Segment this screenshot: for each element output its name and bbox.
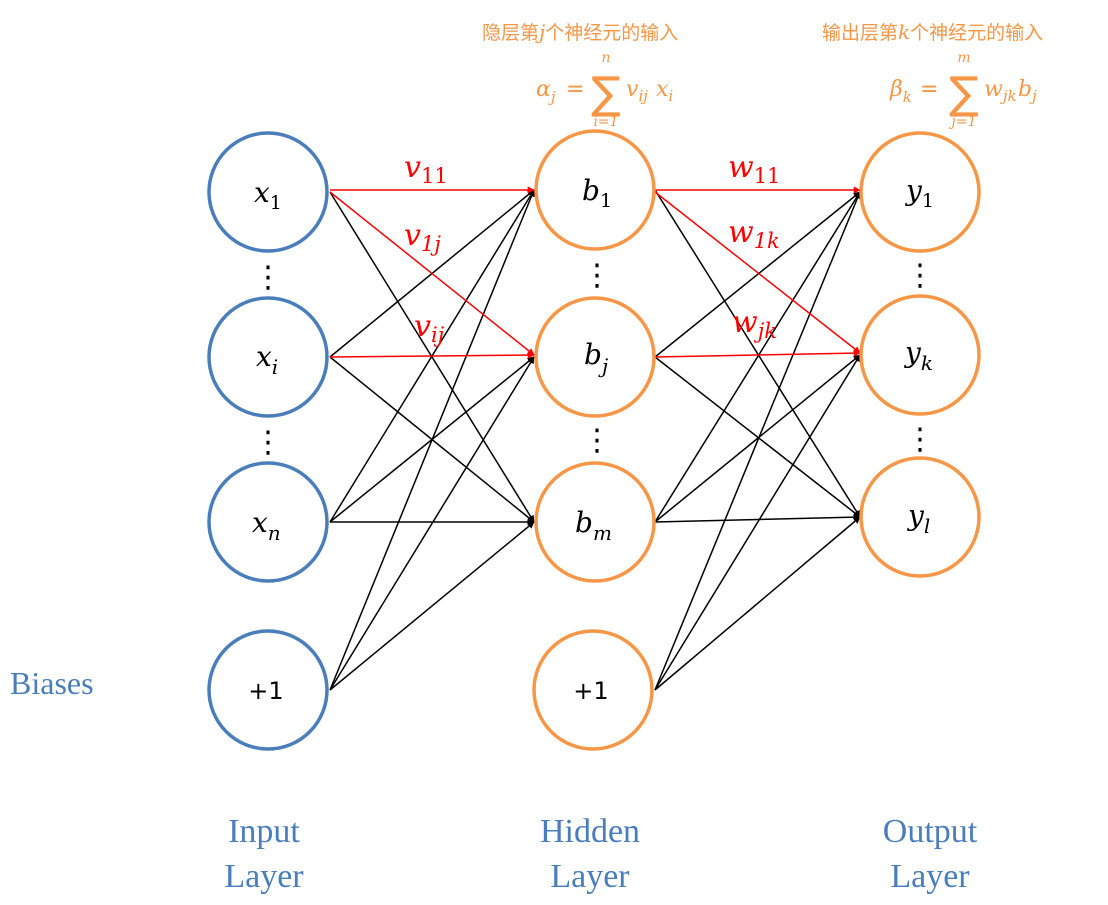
edge-bm-y1 [654, 191, 861, 523]
hidden-bias-label: +1 [573, 677, 608, 705]
hidden-ellipsis-1: ⋮ [582, 258, 612, 293]
output-layer: y1 yk yl ⋮ ⋮ [859, 131, 981, 578]
hidden-node-bj-label: bj [584, 338, 608, 378]
input-node-xi [207, 296, 329, 418]
input-node-xi-label: xi [256, 340, 278, 379]
hidden-formula-term2: xi [656, 77, 673, 105]
edge-hidbias-yk [654, 354, 861, 691]
layer-labels: Input Layer Hidden Layer Output Layer [224, 813, 977, 895]
input-node-xn-label: xn [252, 506, 281, 545]
biases-label: Biases [10, 665, 94, 701]
hidden-formula-eq: = [566, 77, 584, 102]
edge-inbias-b1 [329, 189, 535, 691]
weight-v1j: v1j [404, 218, 441, 256]
hidden-sum-lower: i=1 [593, 114, 618, 130]
hidden-layer: b1 bj bm +1 ⋮ ⋮ [532, 129, 656, 751]
output-node-yk-label: yk [903, 336, 933, 375]
input-node-xn [207, 461, 329, 583]
output-sum-upper: m [957, 50, 970, 66]
output-formula-eq: = [920, 77, 938, 102]
output-node-y1 [859, 131, 981, 253]
weight-w11: w11 [728, 150, 780, 188]
input-bias-label: +1 [248, 677, 283, 705]
output-node-y1-label: y1 [904, 174, 934, 212]
edge-xi-bj-highlight [329, 351, 535, 359]
edge-hidbias-yl [654, 516, 861, 691]
edge-hidbias-y1 [654, 191, 861, 691]
input-bias-node [207, 629, 329, 751]
weight-wjk: wjk [732, 305, 777, 343]
edge-bj-yk-highlight [654, 349, 861, 358]
output-formula-lhs: βk [889, 77, 912, 106]
edge-bj-yl [654, 356, 861, 518]
hidden-bias-node [532, 629, 654, 751]
hidden-layer-label-line2: Layer [550, 858, 630, 895]
hidden-sum-sigma: ∑ [591, 68, 621, 119]
edge-inbias-bj [329, 356, 535, 691]
weight-labels: v11 v1j vij w11 w1k wjk [404, 150, 780, 347]
hidden-layer-label-line1: Hidden [540, 813, 640, 850]
hidden-formula-lhs: αj [536, 77, 556, 106]
hidden-sum-upper: n [601, 50, 610, 66]
output-input-annotation: 输出层第k个神经元的输入 βk = m ∑ j=1 wjk bj [822, 20, 1043, 130]
hidden-node-bm-label: bm [575, 506, 612, 545]
edge-b1-yl [654, 189, 861, 518]
output-node-yl-label: yl [906, 499, 930, 538]
hidden-formula-term1: vij [626, 77, 648, 105]
input-layer: x1 xi xn +1 ⋮ ⋮ [207, 131, 329, 751]
output-layer-label-line1: Output [883, 813, 978, 850]
output-sum-lower: j=1 [949, 114, 977, 130]
input-node-x1 [207, 131, 329, 253]
hidden-input-annotation: 隐层第j个神经元的输入 αj = n ∑ i=1 vij xi [482, 20, 678, 130]
output-annotation-title: 输出层第k个神经元的输入 [822, 20, 1043, 44]
edge-b1-yk-highlight [654, 191, 861, 354]
edge-x1-bj-highlight [329, 191, 535, 356]
output-formula-term1: wjk [984, 77, 1017, 105]
edge-inbias-bm [329, 521, 535, 691]
input-ellipsis-2: ⋮ [253, 425, 283, 460]
hidden-ellipsis-2: ⋮ [582, 423, 612, 458]
output-sum-sigma: ∑ [949, 68, 979, 119]
hidden-node-bj [534, 296, 656, 418]
output-layer-label-line2: Layer [890, 858, 970, 895]
hidden-annotation-title: 隐层第j个神经元的输入 [482, 20, 678, 44]
hidden-node-bm [534, 461, 656, 583]
input-node-x1-label: x1 [254, 176, 282, 214]
weight-v11: v11 [404, 150, 448, 188]
output-ellipsis-1: ⋮ [905, 258, 935, 293]
input-layer-label-line2: Layer [224, 858, 304, 895]
edge-bj-y1 [654, 191, 861, 358]
connection-edges [329, 186, 861, 691]
weight-vij: vij [414, 309, 445, 347]
hidden-node-b1 [534, 129, 656, 251]
edge-bm-yk [654, 354, 861, 523]
output-node-yk [859, 294, 981, 416]
output-formula-term2: bj [1018, 77, 1037, 105]
edge-bm-yl [654, 513, 861, 523]
input-layer-label-line1: Input [228, 813, 300, 850]
output-ellipsis-2: ⋮ [905, 422, 935, 457]
input-ellipsis-1: ⋮ [253, 260, 283, 295]
hidden-node-b1-label: b1 [582, 174, 612, 212]
output-node-yl [859, 456, 981, 578]
weight-w1k: w1k [728, 215, 780, 253]
